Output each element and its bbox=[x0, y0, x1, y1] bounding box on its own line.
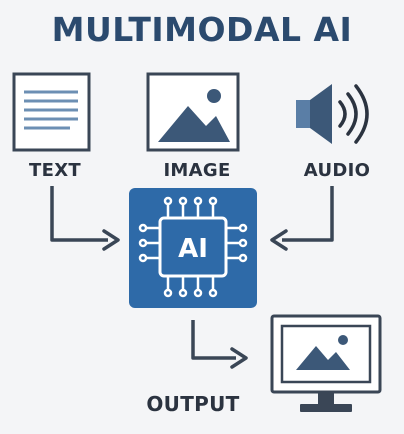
arrow-ai-to-output bbox=[191, 320, 248, 369]
image-icon bbox=[146, 72, 240, 152]
speaker-icon bbox=[296, 84, 369, 144]
audio-label: AUDIO bbox=[303, 160, 371, 181]
document-icon bbox=[12, 72, 91, 152]
monitor-icon bbox=[270, 314, 382, 412]
output-label: OUTPUT bbox=[146, 392, 240, 416]
diagram-title: MULTIMODAL AI bbox=[51, 10, 353, 49]
chip-icon: AI bbox=[129, 188, 257, 308]
text-label: TEXT bbox=[29, 160, 81, 181]
image-label: IMAGE bbox=[163, 160, 231, 181]
arrow-text-to-ai bbox=[50, 186, 120, 251]
ai-label: AI bbox=[178, 234, 208, 264]
arrow-audio-to-ai bbox=[270, 186, 334, 251]
